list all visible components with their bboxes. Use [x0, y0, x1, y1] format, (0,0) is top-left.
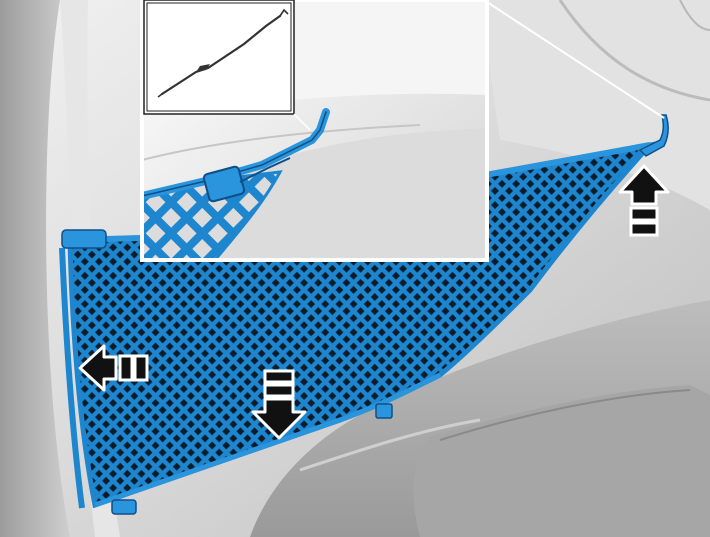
detail-inset: [140, 0, 489, 262]
clip-top-left: [62, 230, 106, 248]
clip-bottom-middle: [376, 404, 392, 418]
tool-sub-inset: [144, 0, 294, 114]
clip-bottom-left: [112, 500, 136, 514]
